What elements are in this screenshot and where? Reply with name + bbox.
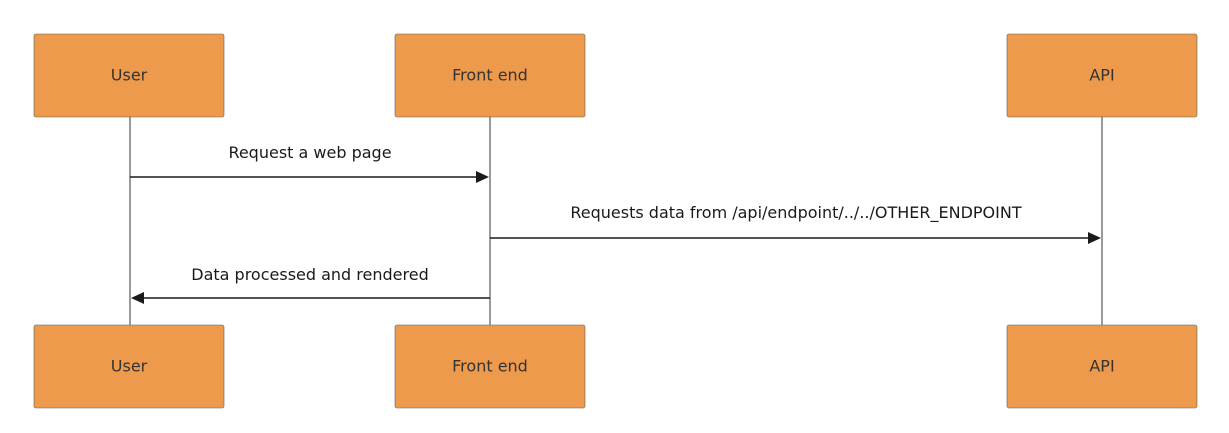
actor-api-top-label: API (1089, 66, 1114, 85)
actor-api-bottom: API (1006, 324, 1198, 409)
actor-user-bottom: User (33, 324, 225, 409)
message-request-data-arrowhead (1088, 232, 1101, 244)
message-data-rendered-label: Data processed and rendered (191, 265, 428, 284)
message-request-web-page-arrowhead (476, 171, 489, 183)
actor-frontend-top-label: Front end (452, 66, 528, 85)
actor-api-top: API (1006, 33, 1198, 118)
actor-user-top: User (33, 33, 225, 118)
actor-api-bottom-label: API (1089, 357, 1114, 376)
actor-frontend-top: Front end (394, 33, 586, 118)
actor-frontend-bottom-label: Front end (452, 357, 528, 376)
actor-frontend-bottom: Front end (394, 324, 586, 409)
message-data-rendered: Data processed and rendered (131, 265, 490, 304)
message-request-web-page-label: Request a web page (228, 143, 391, 162)
message-request-data: Requests data from /api/endpoint/../../O… (490, 203, 1101, 244)
message-request-web-page: Request a web page (130, 143, 489, 183)
actor-user-top-label: User (111, 66, 148, 85)
message-request-data-label: Requests data from /api/endpoint/../../O… (570, 203, 1021, 223)
message-data-rendered-arrowhead (131, 292, 144, 304)
actor-user-bottom-label: User (111, 357, 148, 376)
